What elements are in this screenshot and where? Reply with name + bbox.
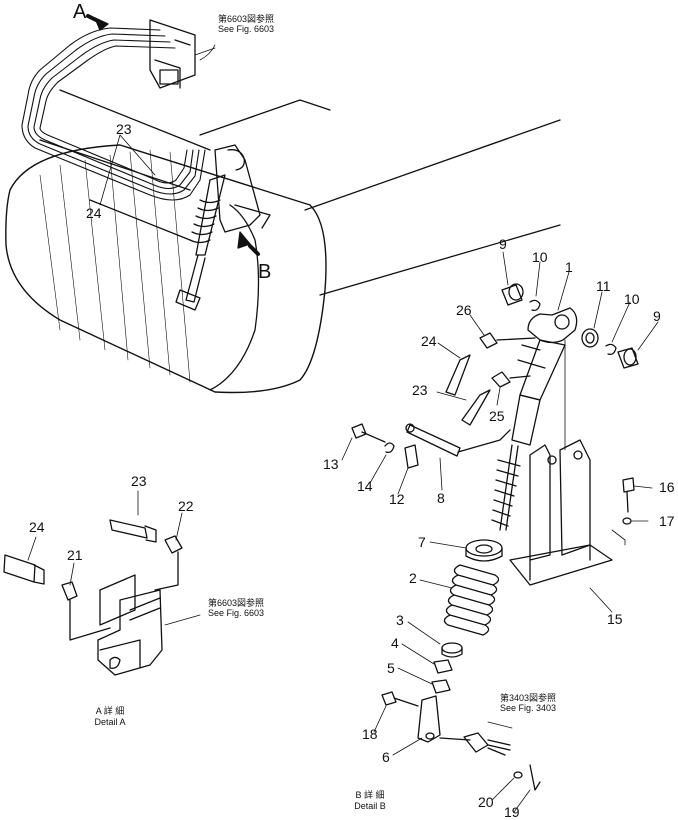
callout-13: 13 (323, 456, 339, 472)
callout-9-left: 9 (499, 236, 507, 252)
callout-10-right: 10 (624, 291, 640, 307)
fig3403-en: See Fig. 3403 (500, 703, 557, 714)
leader-23 (119, 134, 156, 176)
view-a-arrow-shaft (86, 14, 102, 24)
callout-7: 7 (418, 534, 426, 550)
callout-24: 24 (421, 333, 437, 349)
fig6603-detail-en: See Fig. 6603 (208, 608, 265, 619)
leader-fig6603-top (199, 44, 216, 61)
leader-23-24 (99, 134, 121, 206)
callout-4: 4 (391, 635, 399, 651)
pipe-loop (21, 27, 206, 201)
callout-1: 1 (565, 259, 573, 275)
callout-23: 23 (412, 382, 428, 398)
detail-a-en: Detail A (94, 716, 126, 727)
callout-8: 8 (437, 490, 445, 506)
tank-cylinder (175, 144, 271, 311)
detail-b-jp: B 詳 細 (355, 790, 385, 800)
view-b-arrow-shaft (248, 244, 260, 256)
view-a-label: A (73, 1, 87, 23)
callout-12: 12 (389, 491, 405, 507)
callout-deta-21: 21 (67, 547, 83, 563)
callout-17: 17 (659, 513, 675, 529)
callout-deta-24: 24 (29, 519, 45, 535)
view-b-label: B (258, 261, 272, 283)
callout-main-23: 23 (116, 121, 132, 137)
callout-9-right: 9 (653, 308, 661, 324)
callout-26: 26 (456, 302, 472, 318)
callout-20: 20 (478, 794, 494, 810)
callout-3: 3 (396, 612, 404, 628)
callout-2: 2 (409, 570, 417, 586)
callout-6: 6 (382, 749, 390, 765)
detail-b-en: Detail B (354, 800, 386, 811)
fig3403-jp: 第3403図参照 (500, 693, 557, 703)
callout-18: 18 (362, 726, 378, 742)
callout-14: 14 (357, 478, 373, 494)
callout-25: 25 (489, 408, 505, 424)
callout-11: 11 (596, 278, 611, 294)
callout-19: 19 (504, 804, 520, 820)
callout-leaders (27, 251, 659, 813)
callout-main-24: 24 (86, 205, 102, 221)
callout-15: 15 (607, 611, 623, 627)
fig6603-top-jp: 第6603図参照 (218, 14, 275, 24)
fig6603-detail-jp: 第6603図参照 (208, 598, 265, 608)
callout-deta-22: 22 (178, 498, 194, 514)
callout-10-left: 10 (532, 249, 548, 265)
view-b-arrow (237, 231, 251, 249)
fig6603-top-en: See Fig. 6603 (218, 24, 275, 35)
callout-5: 5 (387, 660, 395, 676)
callout-deta-23: 23 (131, 473, 147, 489)
detail-a-jp: A 詳 細 (95, 706, 125, 716)
control-valve-top (149, 19, 216, 89)
detail-b-drawing (351, 283, 639, 791)
callout-16: 16 (659, 479, 675, 495)
detail-a-drawing (3, 519, 201, 676)
drum-tank (5, 119, 561, 394)
